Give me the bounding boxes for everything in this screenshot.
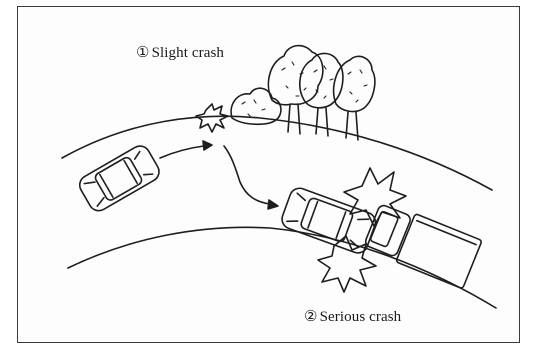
arrowhead-serious [268, 200, 278, 209]
road-lower-edge [68, 227, 496, 308]
car-approaching [76, 142, 163, 214]
path-arrow-serious [224, 146, 270, 204]
serious-crash-marker: ② [304, 309, 318, 325]
slight-crash-text: Slight crash [152, 45, 224, 61]
path-arrow-slight [160, 146, 204, 158]
trees [231, 46, 375, 140]
arrowhead-slight [203, 141, 212, 150]
slight-crash-burst [196, 104, 228, 132]
serious-crash-text: Serious crash [320, 309, 402, 325]
slight-crash-marker: ① [136, 45, 150, 61]
